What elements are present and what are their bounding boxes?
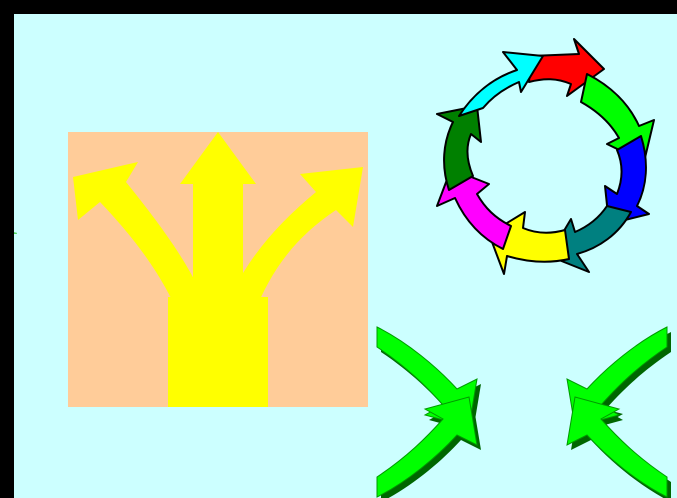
converge-arrow-bottom-right <box>567 397 667 497</box>
converge-arrow-bottom-left <box>377 397 477 497</box>
three-way-branch-arrow-icon <box>68 132 368 407</box>
converging-arrows-icon <box>372 322 672 498</box>
slide-canvas: i <box>14 14 677 498</box>
edge-letter-text: i <box>14 200 18 242</box>
circular-cycle-arrows-icon <box>419 34 659 279</box>
cycle-segment-cyan <box>459 52 543 116</box>
